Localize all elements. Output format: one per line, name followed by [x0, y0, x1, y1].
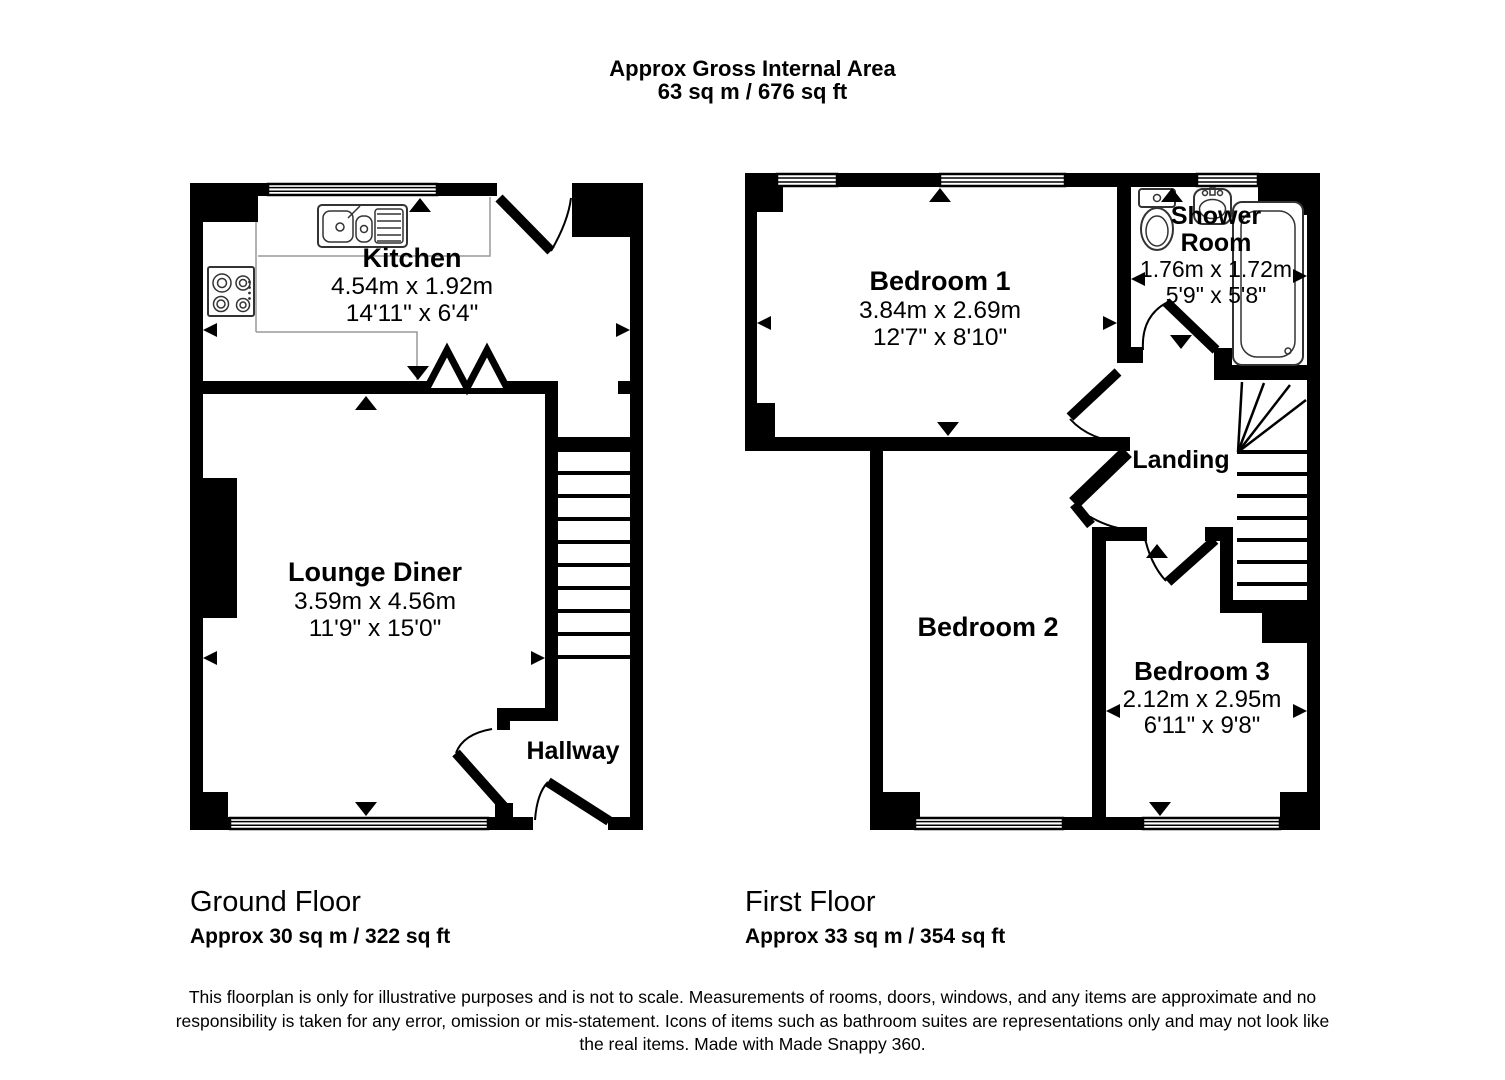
- shower-room-imperial: 5'9" x 5'8": [1166, 282, 1267, 308]
- lounge-name: Lounge Diner: [288, 557, 462, 587]
- kitchen-sink-icon: [317, 204, 408, 248]
- title-line1: Approx Gross Internal Area: [609, 56, 896, 81]
- bedroom1-metric: 3.84m x 2.69m: [859, 297, 1021, 324]
- page-title: Approx Gross Internal Area 63 sq m / 676…: [0, 57, 1505, 103]
- kitchen-window: [266, 182, 439, 197]
- disclaimer-text: This floorplan is only for illustrative …: [175, 987, 1330, 1054]
- kitchen-imperial: 14'11" x 6'4": [346, 300, 479, 327]
- ground-floor-windows: [228, 182, 490, 831]
- bedroom1-label: Bedroom 1 3.84m x 2.69m 12'7" x 8'10": [859, 266, 1021, 351]
- wash-basin-icon: [1193, 187, 1232, 225]
- bedroom3-label: Bedroom 3 2.12m x 2.95m 6'11" x 9'8": [1123, 656, 1282, 739]
- ground-floor-plan: Kitchen 4.54m x 1.92m 14'11" x 6'4" Loun…: [190, 182, 643, 831]
- kitchen-name: Kitchen: [362, 243, 461, 273]
- hob-icon: [207, 266, 255, 317]
- first-floor-label: First Floor: [745, 886, 876, 918]
- bath-icon: [1232, 201, 1304, 366]
- landing-label: Landing: [1132, 446, 1229, 474]
- bedroom3-door: [1143, 533, 1219, 586]
- bedroom2-window: [913, 816, 1065, 831]
- staircase-icon-ground: [558, 448, 630, 659]
- title-line2: 63 sq m / 676 sq ft: [657, 79, 848, 104]
- ground-floor-label: Ground Floor: [190, 886, 361, 918]
- ground-floor-area: Approx 30 sq m / 322 sq ft: [190, 925, 451, 948]
- first-floor-plan: Bedroom 1 3.84m x 2.69m 12'7" x 8'10" Sh…: [745, 172, 1320, 831]
- kitchen-counter-outline: [255, 197, 491, 380]
- lounge-window: [228, 816, 490, 831]
- bedroom1-window-right: [938, 172, 1067, 188]
- first-floor-area: Approx 33 sq m / 354 sq ft: [745, 925, 1006, 948]
- bedroom3-name: Bedroom 3: [1134, 656, 1270, 686]
- first-floor-walls: [745, 173, 1320, 830]
- lounge-metric: 3.59m x 4.56m: [294, 588, 456, 615]
- front-door-bottom: [534, 777, 612, 826]
- bedroom1-imperial: 12'7" x 8'10": [873, 324, 1007, 351]
- shower-room-door: [1141, 298, 1220, 354]
- shower-room-name-line2: Room: [1181, 229, 1252, 257]
- kitchen-metric: 4.54m x 1.92m: [331, 273, 493, 300]
- front-door-top: [495, 194, 572, 255]
- bedroom2-door: [1070, 500, 1119, 529]
- bedroom3-imperial: 6'11" x 9'8": [1144, 712, 1261, 739]
- shower-room-label: Shower Room 1.76m x 1.72m 5'9" x 5'8": [1140, 202, 1292, 308]
- bedroom1-door: [1066, 368, 1128, 444]
- hallway-label: Hallway: [526, 737, 619, 765]
- ground-floor-direction-arrows: [203, 198, 630, 816]
- bedroom1-window-left: [775, 172, 839, 188]
- lounge-hallway-door: [452, 728, 509, 812]
- first-floor-windows: [775, 172, 1282, 831]
- shower-room-metric: 1.76m x 1.72m: [1140, 256, 1292, 282]
- staircase-icon-first: [1236, 381, 1307, 586]
- bedroom1-name: Bedroom 1: [869, 266, 1010, 296]
- toilet-icon: [1138, 188, 1176, 251]
- ground-floor-walls: [190, 183, 643, 830]
- bedroom2-label: Bedroom 2: [917, 612, 1058, 642]
- open-divider-zigzag-icon: [423, 342, 511, 396]
- shower-room-name-line1: Shower: [1171, 202, 1262, 230]
- shower-room-window: [1195, 172, 1260, 188]
- first-floor-direction-arrows: [757, 188, 1307, 816]
- bedroom3-metric: 2.12m x 2.95m: [1123, 686, 1282, 713]
- lounge-imperial: 11'9" x 15'0": [309, 615, 442, 642]
- kitchen-label: Kitchen 4.54m x 1.92m 14'11" x 6'4": [331, 243, 493, 327]
- bedroom3-window: [1141, 816, 1282, 831]
- lounge-diner-label: Lounge Diner 3.59m x 4.56m 11'9" x 15'0": [288, 557, 462, 642]
